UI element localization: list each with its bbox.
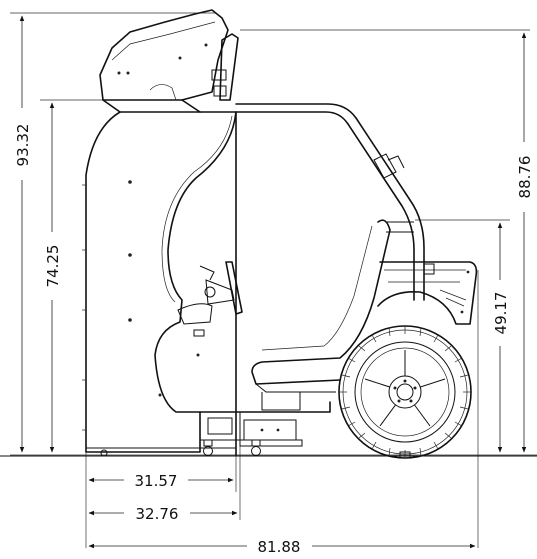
canopy-height-label: 88.76 [516, 156, 534, 199]
cabinet-depth-label: 31.57 [135, 472, 178, 490]
cabinet-body [82, 111, 237, 457]
seat [251, 219, 391, 411]
steering-assembly [177, 261, 243, 357]
dimension-overall-length: 81.88 [88, 538, 476, 556]
cabinet-topper [99, 9, 239, 113]
overall-length-label: 81.88 [258, 538, 301, 556]
wheel [338, 325, 472, 459]
roll-cage [235, 103, 425, 301]
dimension-seat-height: 49.17 [492, 222, 510, 453]
cabinet-height-label: 74.25 [44, 245, 62, 288]
overall-height-label: 93.32 [14, 124, 32, 167]
rear-fender [377, 261, 478, 325]
dimension-cabinet-depth: 31.57 [88, 472, 234, 490]
cabinet-base-depth-label: 32.76 [136, 505, 179, 523]
dimension-overall-height: 93.32 [14, 15, 32, 453]
dimension-cabinet-height: 74.25 [44, 102, 62, 453]
dimension-cabinet-base-depth: 32.76 [88, 505, 238, 523]
extension-lines [10, 12, 537, 548]
seat-height-label: 49.17 [492, 292, 510, 335]
dimension-canopy-height: 88.76 [516, 32, 534, 453]
base-frame [199, 401, 331, 456]
